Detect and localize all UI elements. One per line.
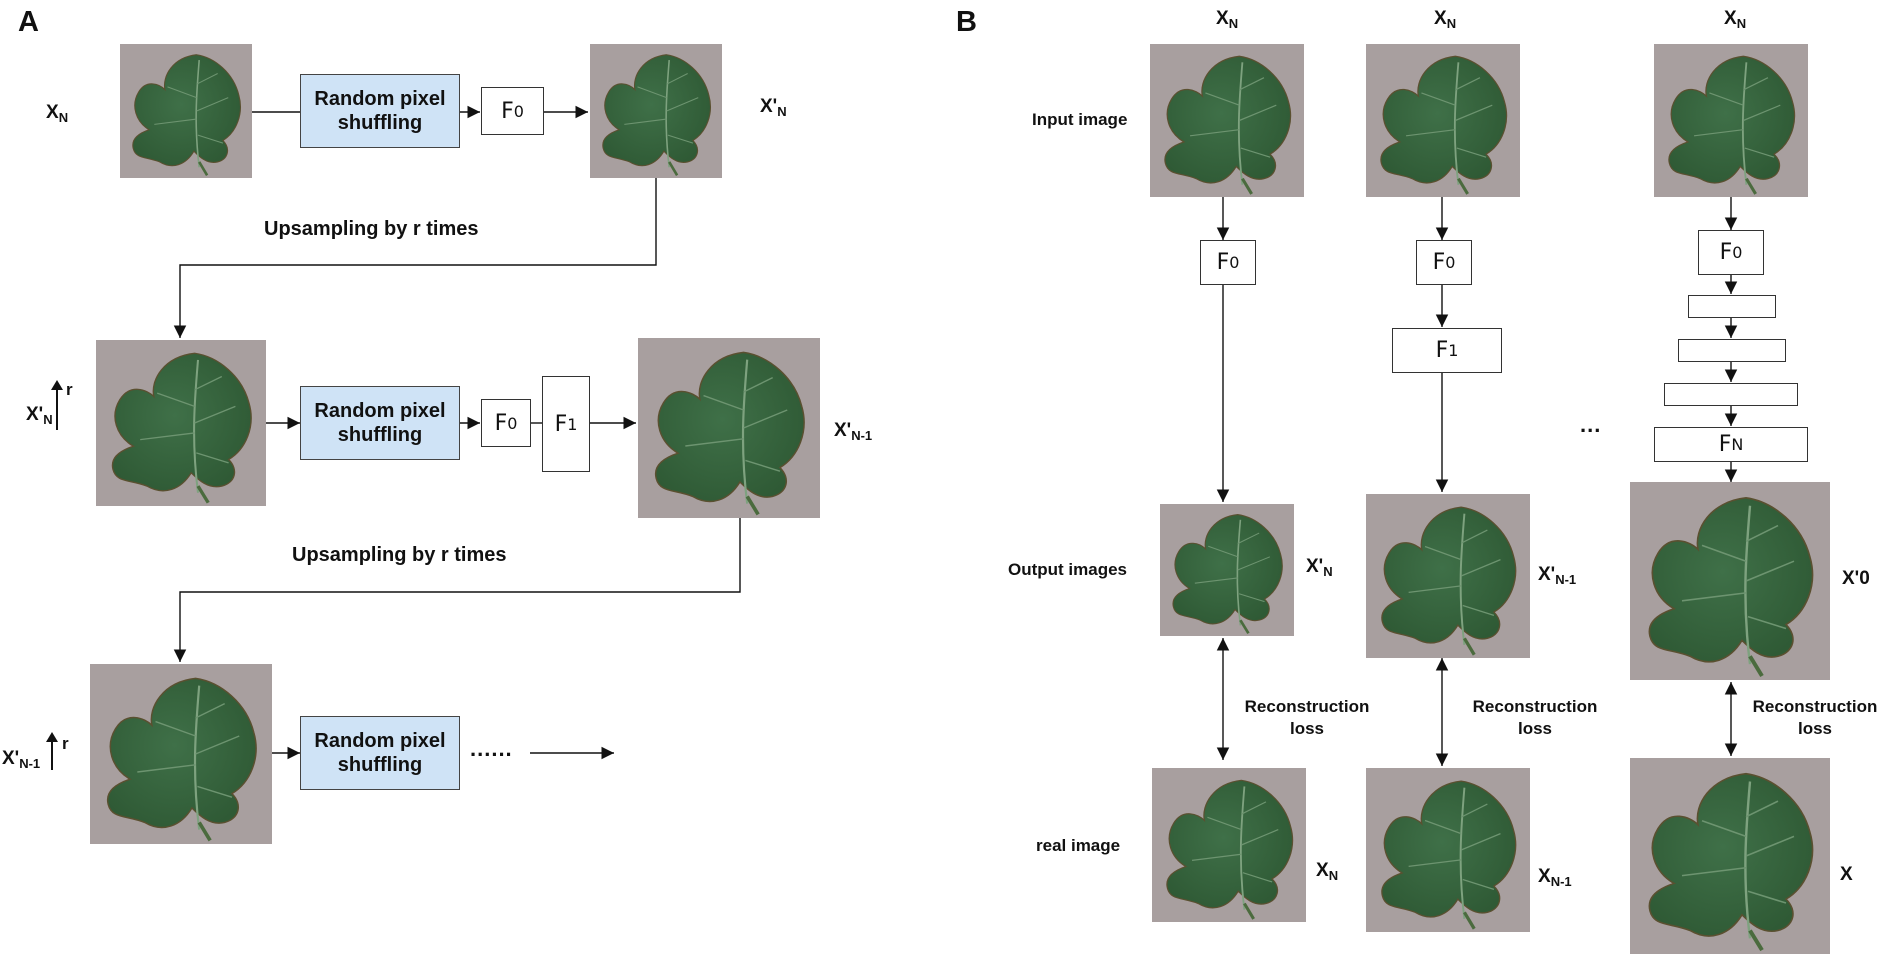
a-row3-up-arrow-head — [46, 732, 58, 742]
b-col1-real-label: XN — [1316, 860, 1339, 883]
a-upsample-label-2: Upsampling by r times — [292, 544, 507, 566]
b-col1-top-label: XN — [1216, 8, 1239, 31]
b-col3-input-leaf-image — [1654, 44, 1808, 197]
b-row-label-output: Output images — [1008, 560, 1128, 579]
a-row2-output-leaf-image — [638, 338, 820, 518]
panel-b-letter: B — [956, 6, 977, 38]
b-col3-output-label: X'0 — [1842, 568, 1870, 589]
arrow-upsample-2 — [173, 518, 741, 662]
a-row3-input-leaf-image — [90, 664, 272, 844]
b-col3-stage-box-1 — [1688, 295, 1776, 318]
b-between-columns-dots: ... — [1580, 412, 1602, 437]
b-row-label-input: Input image — [1032, 110, 1128, 129]
b-col1-output-leaf-image — [1160, 504, 1294, 636]
b-col3-stage-box-3 — [1664, 383, 1798, 406]
a-upsample-label-1: Upsampling by r times — [264, 218, 479, 240]
a-row3-input-label: X'N-1 — [2, 748, 41, 771]
arrow-upsample-1 — [173, 178, 657, 338]
a-row2-input-label: X'N — [26, 404, 53, 427]
b-col2-output-leaf-image — [1366, 494, 1530, 658]
b-col2-real-leaf-image — [1366, 768, 1530, 932]
leaf-photo — [1366, 44, 1520, 197]
a-row3-up-arrow-shaft — [51, 740, 53, 770]
a-row2-output-label: X'N-1 — [834, 420, 873, 443]
a-row3-continuation-dots: ...... — [470, 736, 513, 761]
b-col2-real-label: XN-1 — [1538, 866, 1572, 889]
leaf-photo — [1654, 44, 1808, 197]
a-row1-output-leaf-image — [590, 44, 722, 178]
b-col3-output-leaf-image — [1630, 482, 1830, 680]
b-col1-real-leaf-image — [1152, 768, 1306, 922]
leaf-photo — [590, 44, 722, 178]
b-col1-input-leaf-image — [1150, 44, 1304, 197]
b-col3-top-label: XN — [1724, 8, 1747, 31]
leaf-photo — [1366, 768, 1530, 932]
leaf-photo — [1630, 482, 1830, 680]
leaf-photo — [1366, 494, 1530, 658]
panel-a-letter: A — [18, 6, 39, 38]
a-row2-up-arrow-head — [51, 380, 63, 390]
leaf-photo — [90, 664, 272, 844]
b-col3-real-leaf-image — [1630, 758, 1830, 954]
a-row1-output-label: X'N — [760, 96, 787, 119]
b-col1-output-label: X'N — [1306, 556, 1333, 579]
a-row2-up-arrow-shaft — [56, 386, 58, 430]
leaf-photo — [1630, 758, 1830, 954]
a-row1-input-label: XN — [46, 102, 69, 125]
leaf-photo — [1160, 504, 1294, 636]
a-row1-input-leaf-image — [120, 44, 252, 178]
leaf-photo — [120, 44, 252, 178]
b-col3-stage-box-2 — [1678, 339, 1786, 362]
leaf-photo — [1150, 44, 1304, 197]
a-row3-input-sup: r — [62, 734, 69, 753]
b-col3-real-label: X — [1840, 864, 1853, 885]
b-col2-input-leaf-image — [1366, 44, 1520, 197]
b-col2-top-label: XN — [1434, 8, 1457, 31]
a-row2-input-sup: r — [66, 380, 73, 399]
b-row-label-real: real image — [1036, 836, 1121, 855]
b-col2-output-label: X'N-1 — [1538, 564, 1577, 587]
leaf-photo — [96, 340, 266, 506]
leaf-photo — [1152, 768, 1306, 922]
leaf-photo — [638, 338, 820, 518]
a-row2-input-leaf-image — [96, 340, 266, 506]
